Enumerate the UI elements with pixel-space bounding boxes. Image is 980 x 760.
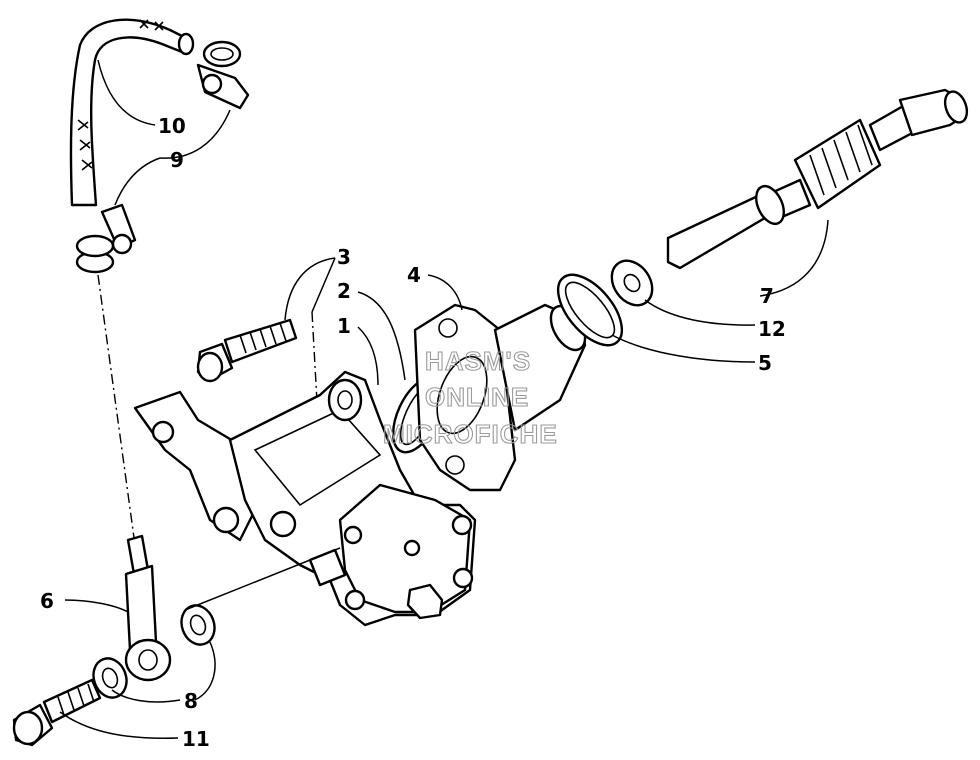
- washer-lower-part-8: [92, 657, 128, 699]
- callout-12: 12: [758, 317, 786, 341]
- callout-9: 9: [170, 148, 184, 172]
- callout-4: 4: [407, 263, 421, 287]
- leader-lines: [59, 59, 829, 740]
- watermark-line-2: ONLINE: [425, 382, 529, 412]
- washer-upper-part-8: [180, 604, 216, 646]
- callout-6: 6: [40, 589, 54, 613]
- callout-11: 11: [182, 727, 210, 751]
- oil-pump-body: [133, 370, 477, 627]
- callout-5: 5: [758, 351, 772, 375]
- callout-10: 10: [158, 114, 186, 138]
- drive-shaft-part-7: [666, 88, 969, 270]
- watermark-line-3: MICROFICHE: [383, 419, 558, 449]
- callout-8: 8: [184, 689, 198, 713]
- callout-2: 2: [337, 279, 351, 303]
- hose-part-10: [69, 18, 195, 207]
- banjo-bolt-part-11: [12, 678, 102, 747]
- callout-7: 7: [760, 284, 774, 308]
- callout-3: 3: [337, 245, 351, 269]
- banjo-fitting-part-6: [124, 534, 172, 682]
- alignment-line-bolt: [311, 311, 319, 421]
- washer-part-12: [610, 259, 654, 307]
- o-ring-part-5: [556, 273, 624, 347]
- alignment-line-left: [97, 274, 136, 546]
- callout-labels: 10 9 3 2 1 4 5 12 7 6 8 11: [40, 114, 786, 751]
- watermark-line-1: HASM'S: [425, 346, 531, 376]
- bolt-part-3: [196, 318, 298, 383]
- watermark: HASM'S ONLINE MICROFICHE: [382, 345, 558, 449]
- clamp-upper-part-9: [196, 40, 250, 110]
- housing-part-4: [413, 303, 587, 492]
- callout-1: 1: [337, 314, 351, 338]
- clamp-lower-part-9: [75, 203, 137, 274]
